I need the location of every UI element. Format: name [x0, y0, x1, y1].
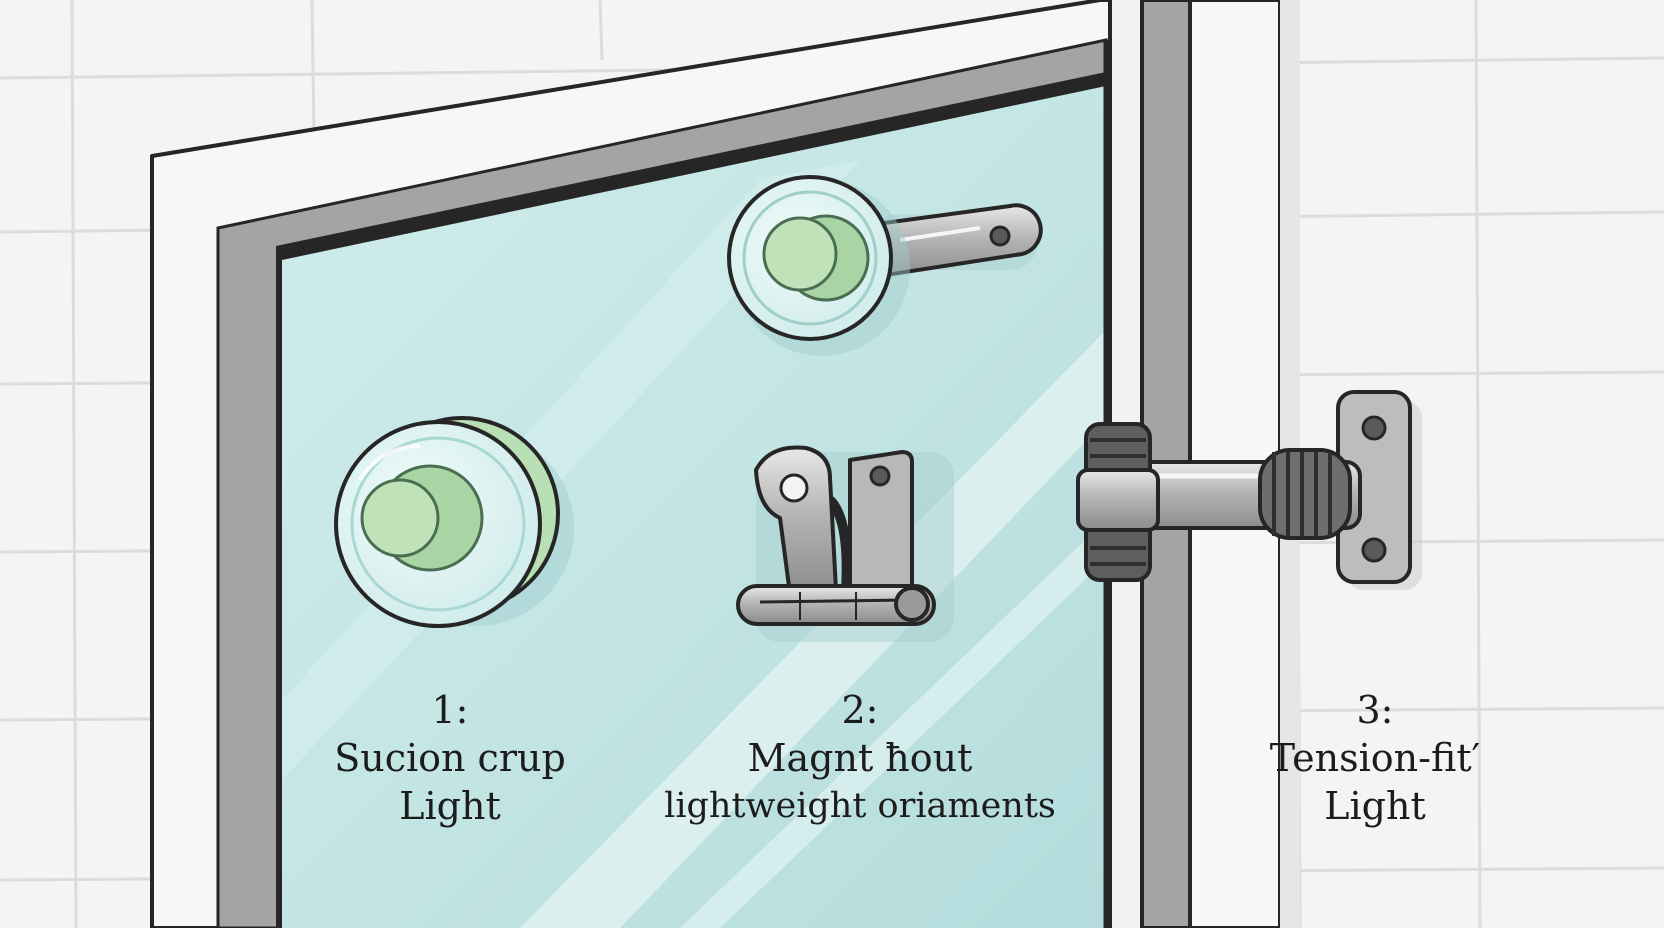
suction-cup-hook-icon	[727, 175, 1043, 356]
label-1-line2: Light	[399, 784, 501, 828]
label-2-number: 2:	[841, 688, 879, 732]
label-magnet: 2: Magnt ħout lightweight oriaments	[640, 686, 1080, 830]
label-tension-fit: 3: Tension-fit′ Light	[1215, 686, 1535, 830]
label-1-number: 1:	[431, 688, 469, 732]
label-3-line1: Tension-fit′	[1269, 736, 1481, 780]
label-2-line1: Magnt ħout	[747, 736, 973, 780]
label-3-line2: Light	[1324, 784, 1426, 828]
tension-rod-icon	[1076, 390, 1422, 590]
label-1-line1: Sucion crup	[334, 736, 566, 780]
label-3-number: 3:	[1356, 688, 1394, 732]
label-2-line2: lightweight oriaments	[664, 786, 1056, 826]
binder-clip-icon	[736, 445, 954, 642]
label-suction-cup: 1: Sucion crup Light	[290, 686, 610, 830]
suction-cup-icon	[334, 416, 574, 628]
